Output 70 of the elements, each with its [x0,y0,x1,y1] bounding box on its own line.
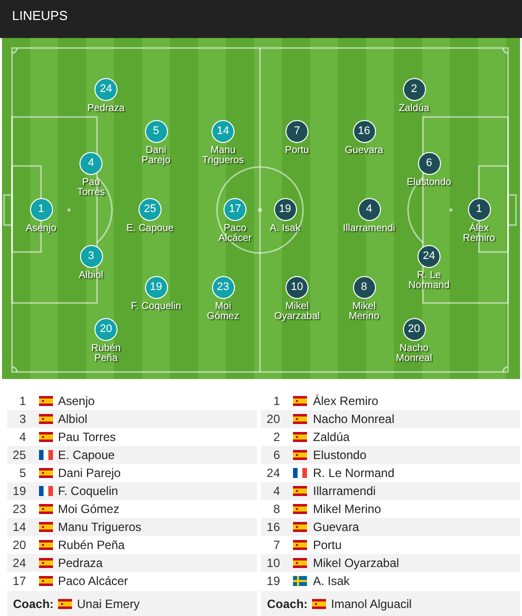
shirt-number: 24 [12,556,26,570]
player-name: E. Capoue [126,224,174,234]
player-name: Guevara [344,146,384,156]
shirt-number: 17 [12,574,26,588]
player-name: Albiol [58,412,88,426]
shirt-number: 8 [273,502,280,516]
player-name: Portu [284,146,310,156]
shirt-number: 20 [12,538,26,552]
player-name: Álex Remiro [462,224,496,244]
player-name: A. Isak [269,224,301,234]
shirt-number: 7 [273,538,280,552]
shirt-number: 14 [12,520,26,534]
player-name: Rubén Peña [58,538,125,552]
shirt-number: 5 [19,466,26,480]
coach-label: Coach: [13,596,54,610]
shirt-number: 1 [19,394,26,408]
player-name: Manu Trigueros [202,146,244,166]
player-name: Mikel Merino [348,302,380,322]
player-name: Nacho Monreal [395,344,433,364]
player-name: Pedraza [86,104,126,114]
shirt-number: 19 [12,484,26,498]
player-name: Illarramendi [342,224,396,234]
shirt-number: 16 [266,520,280,534]
shirt-number: 6 [273,448,280,462]
shirt-number: 4 [19,430,26,444]
player-name: Pau Torres [58,430,116,444]
player-name: Manu Trigueros [58,520,142,534]
player-name: Zaldúa [313,430,350,444]
shirt-number: 10 [266,556,280,570]
coach-label: Coach: [267,596,308,610]
coach-name: Imanol Alguacil [331,596,412,610]
shirt-number: 4 [273,484,280,498]
player-name: R. Le Normand [313,466,394,480]
player-name: Mikel Oyarzabal [313,556,400,570]
shirt-number: 20 [266,412,280,426]
title: LINEUPS [12,8,68,23]
shirt-number: 25 [12,448,26,462]
player-name: Zaldúa [398,104,430,114]
player-name: Elustondo [406,178,452,188]
player-name: E. Capoue [58,448,115,462]
player-name: Paco Alcácer [218,224,252,244]
player-name: Rubén Peña [90,344,122,364]
shirt-number: 24 [266,466,280,480]
player-name: Moi Gómez [206,302,240,322]
player-name: Illarramendi [313,484,376,498]
player-name: Elustondo [313,448,366,462]
shirt-number: 1 [273,394,280,408]
player-name: Portu [313,538,342,552]
player-name: Mikel Oyarzabal [274,302,320,322]
player-name: Paco Alcácer [58,574,128,588]
player-name: Nacho Monreal [313,412,394,426]
player-name: Albiol [78,271,104,281]
player-name: F. Coquelin [130,302,182,312]
player-name: Pau Torres [76,178,106,198]
player-name: Mikel Merino [313,502,382,516]
player-name: Álex Remiro [313,394,378,408]
player-name: Pedraza [58,556,103,570]
player-name: Dani Parejo [141,146,171,166]
shirt-number: 3 [19,412,26,426]
shirt-number: 23 [12,502,26,516]
player-name: F. Coquelin [58,484,118,498]
player-name: Dani Parejo [58,466,121,480]
player-name: Asenjo [58,394,95,408]
shirt-number: 19 [266,574,280,588]
coach-name: Unai Emery [77,596,140,610]
player-name: Guevara [313,520,360,534]
shirt-number: 2 [273,430,280,444]
player-name: A. Isak [313,574,350,588]
player-name: Asenjo [25,224,57,234]
player-name: Moi Gómez [58,502,120,516]
